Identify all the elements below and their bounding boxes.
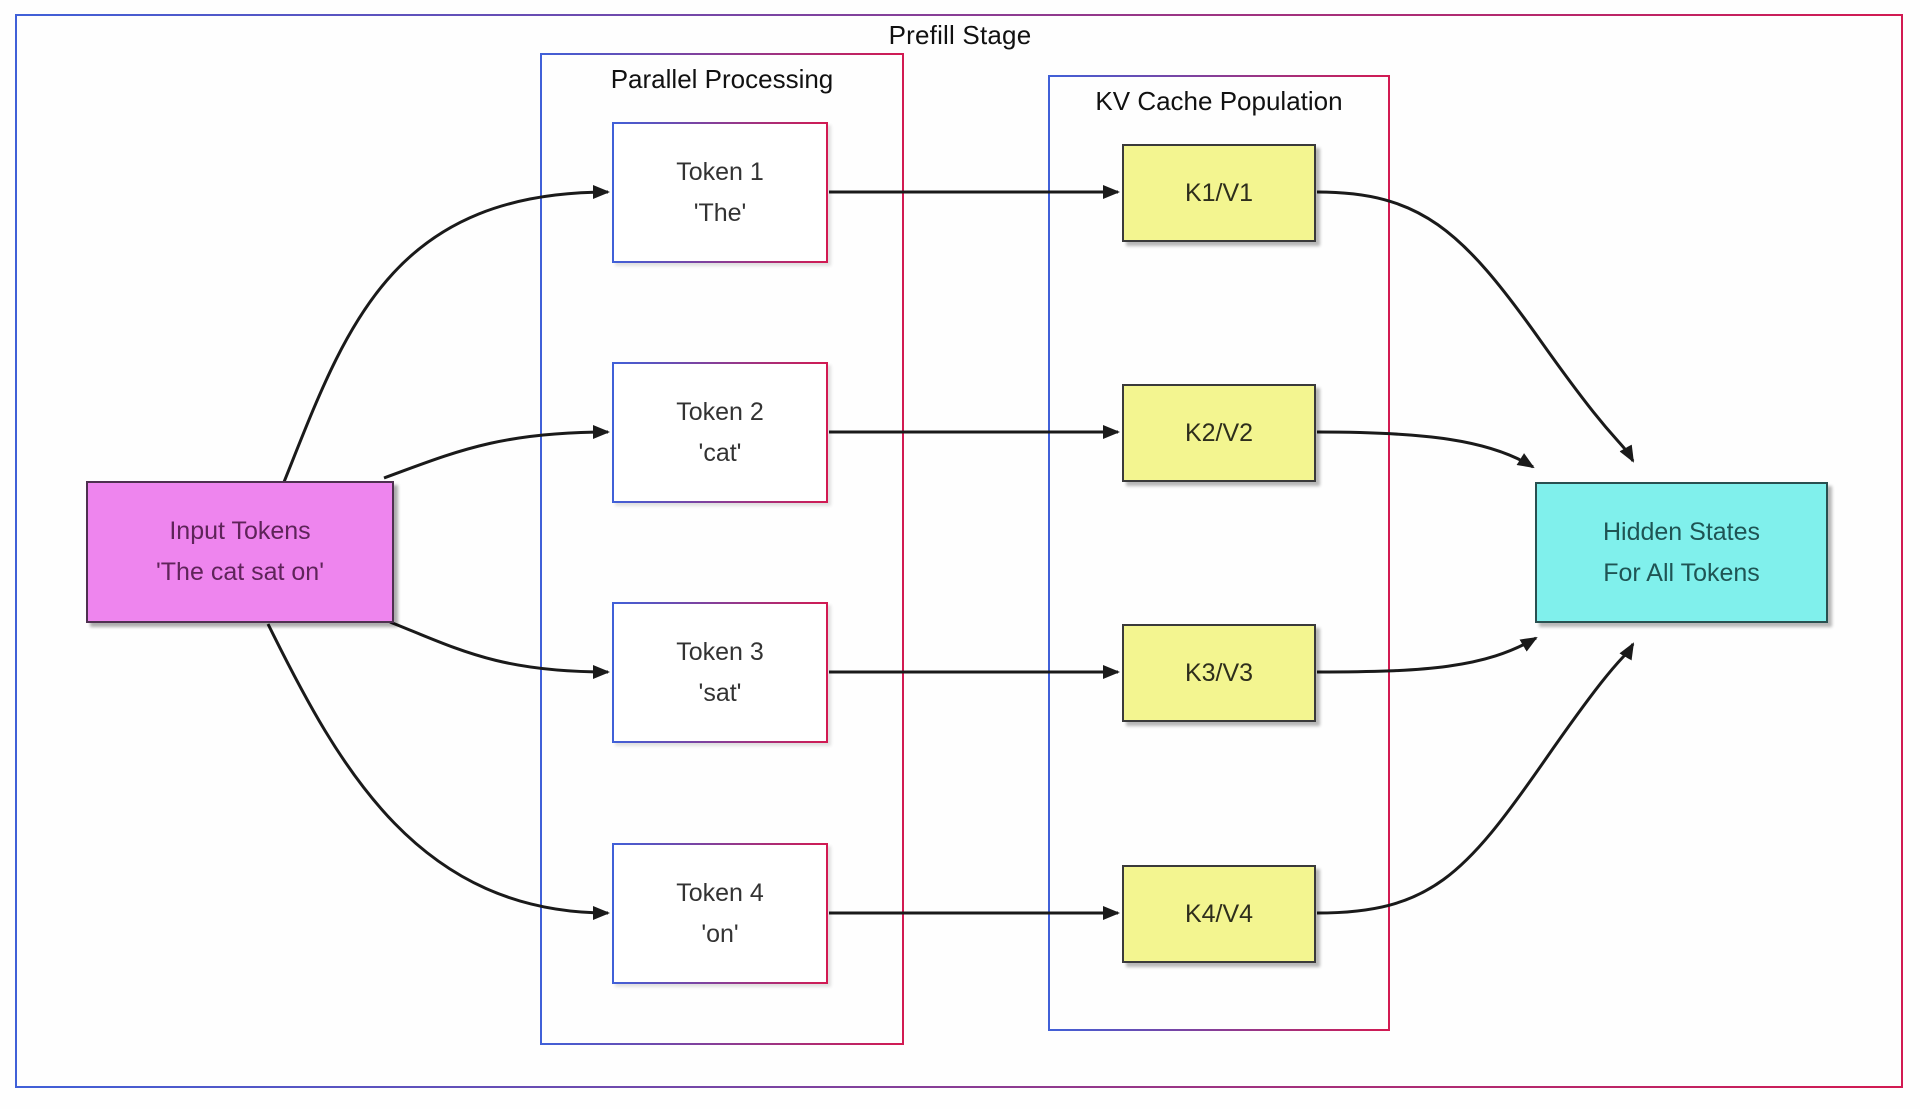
edge-input-token1 [282,185,610,483]
token-2-node: Token 2 'cat' [612,362,828,503]
token-1-node: Token 1 'The' [612,122,828,263]
parallel-processing-title: Parallel Processing [610,64,834,94]
edge-input-token4 [266,623,610,920]
token-4-text: 'on' [701,919,739,948]
hidden-states-label: Hidden States [1602,517,1761,546]
k1v1-label: K1/V1 [1184,178,1254,207]
token-3-node: Token 3 'sat' [612,602,828,743]
kv-cache-population-title: KV Cache Population [1095,86,1343,116]
edge-input-token3 [389,620,610,679]
edge-k3-hidden [1316,636,1538,674]
k3v3-node: K3/V3 [1122,624,1316,722]
token-3-label: Token 3 [676,637,764,666]
k4v4-label: K4/V4 [1184,899,1254,928]
edge-k4-hidden [1316,642,1635,915]
token-2-label: Token 2 [676,397,764,426]
k2v2-node: K2/V2 [1122,384,1316,482]
token-1-label: Token 1 [676,157,764,186]
hidden-states-node: Hidden States For All Tokens [1535,482,1828,623]
token-2-text: 'cat' [698,438,742,467]
edge-k2-hidden [1316,430,1535,469]
k4v4-node: K4/V4 [1122,865,1316,963]
hidden-states-text: For All Tokens [1603,558,1760,587]
k2v2-label: K2/V2 [1184,418,1254,447]
k1v1-node: K1/V1 [1122,144,1316,242]
token-4-node: Token 4 'on' [612,843,828,984]
input-tokens-text: 'The cat sat on' [156,558,324,586]
k3v3-label: K3/V3 [1184,658,1254,687]
input-tokens-label: Input Tokens [169,517,311,545]
token-1-text: 'The' [693,198,747,227]
edge-k1-hidden [1316,190,1635,463]
token-4-label: Token 4 [676,878,764,907]
diagram-title: Prefill Stage [888,20,1032,50]
token-3-text: 'sat' [698,678,742,707]
edge-input-token2 [383,425,610,480]
input-tokens-node: Input Tokens 'The cat sat on' [86,481,394,623]
